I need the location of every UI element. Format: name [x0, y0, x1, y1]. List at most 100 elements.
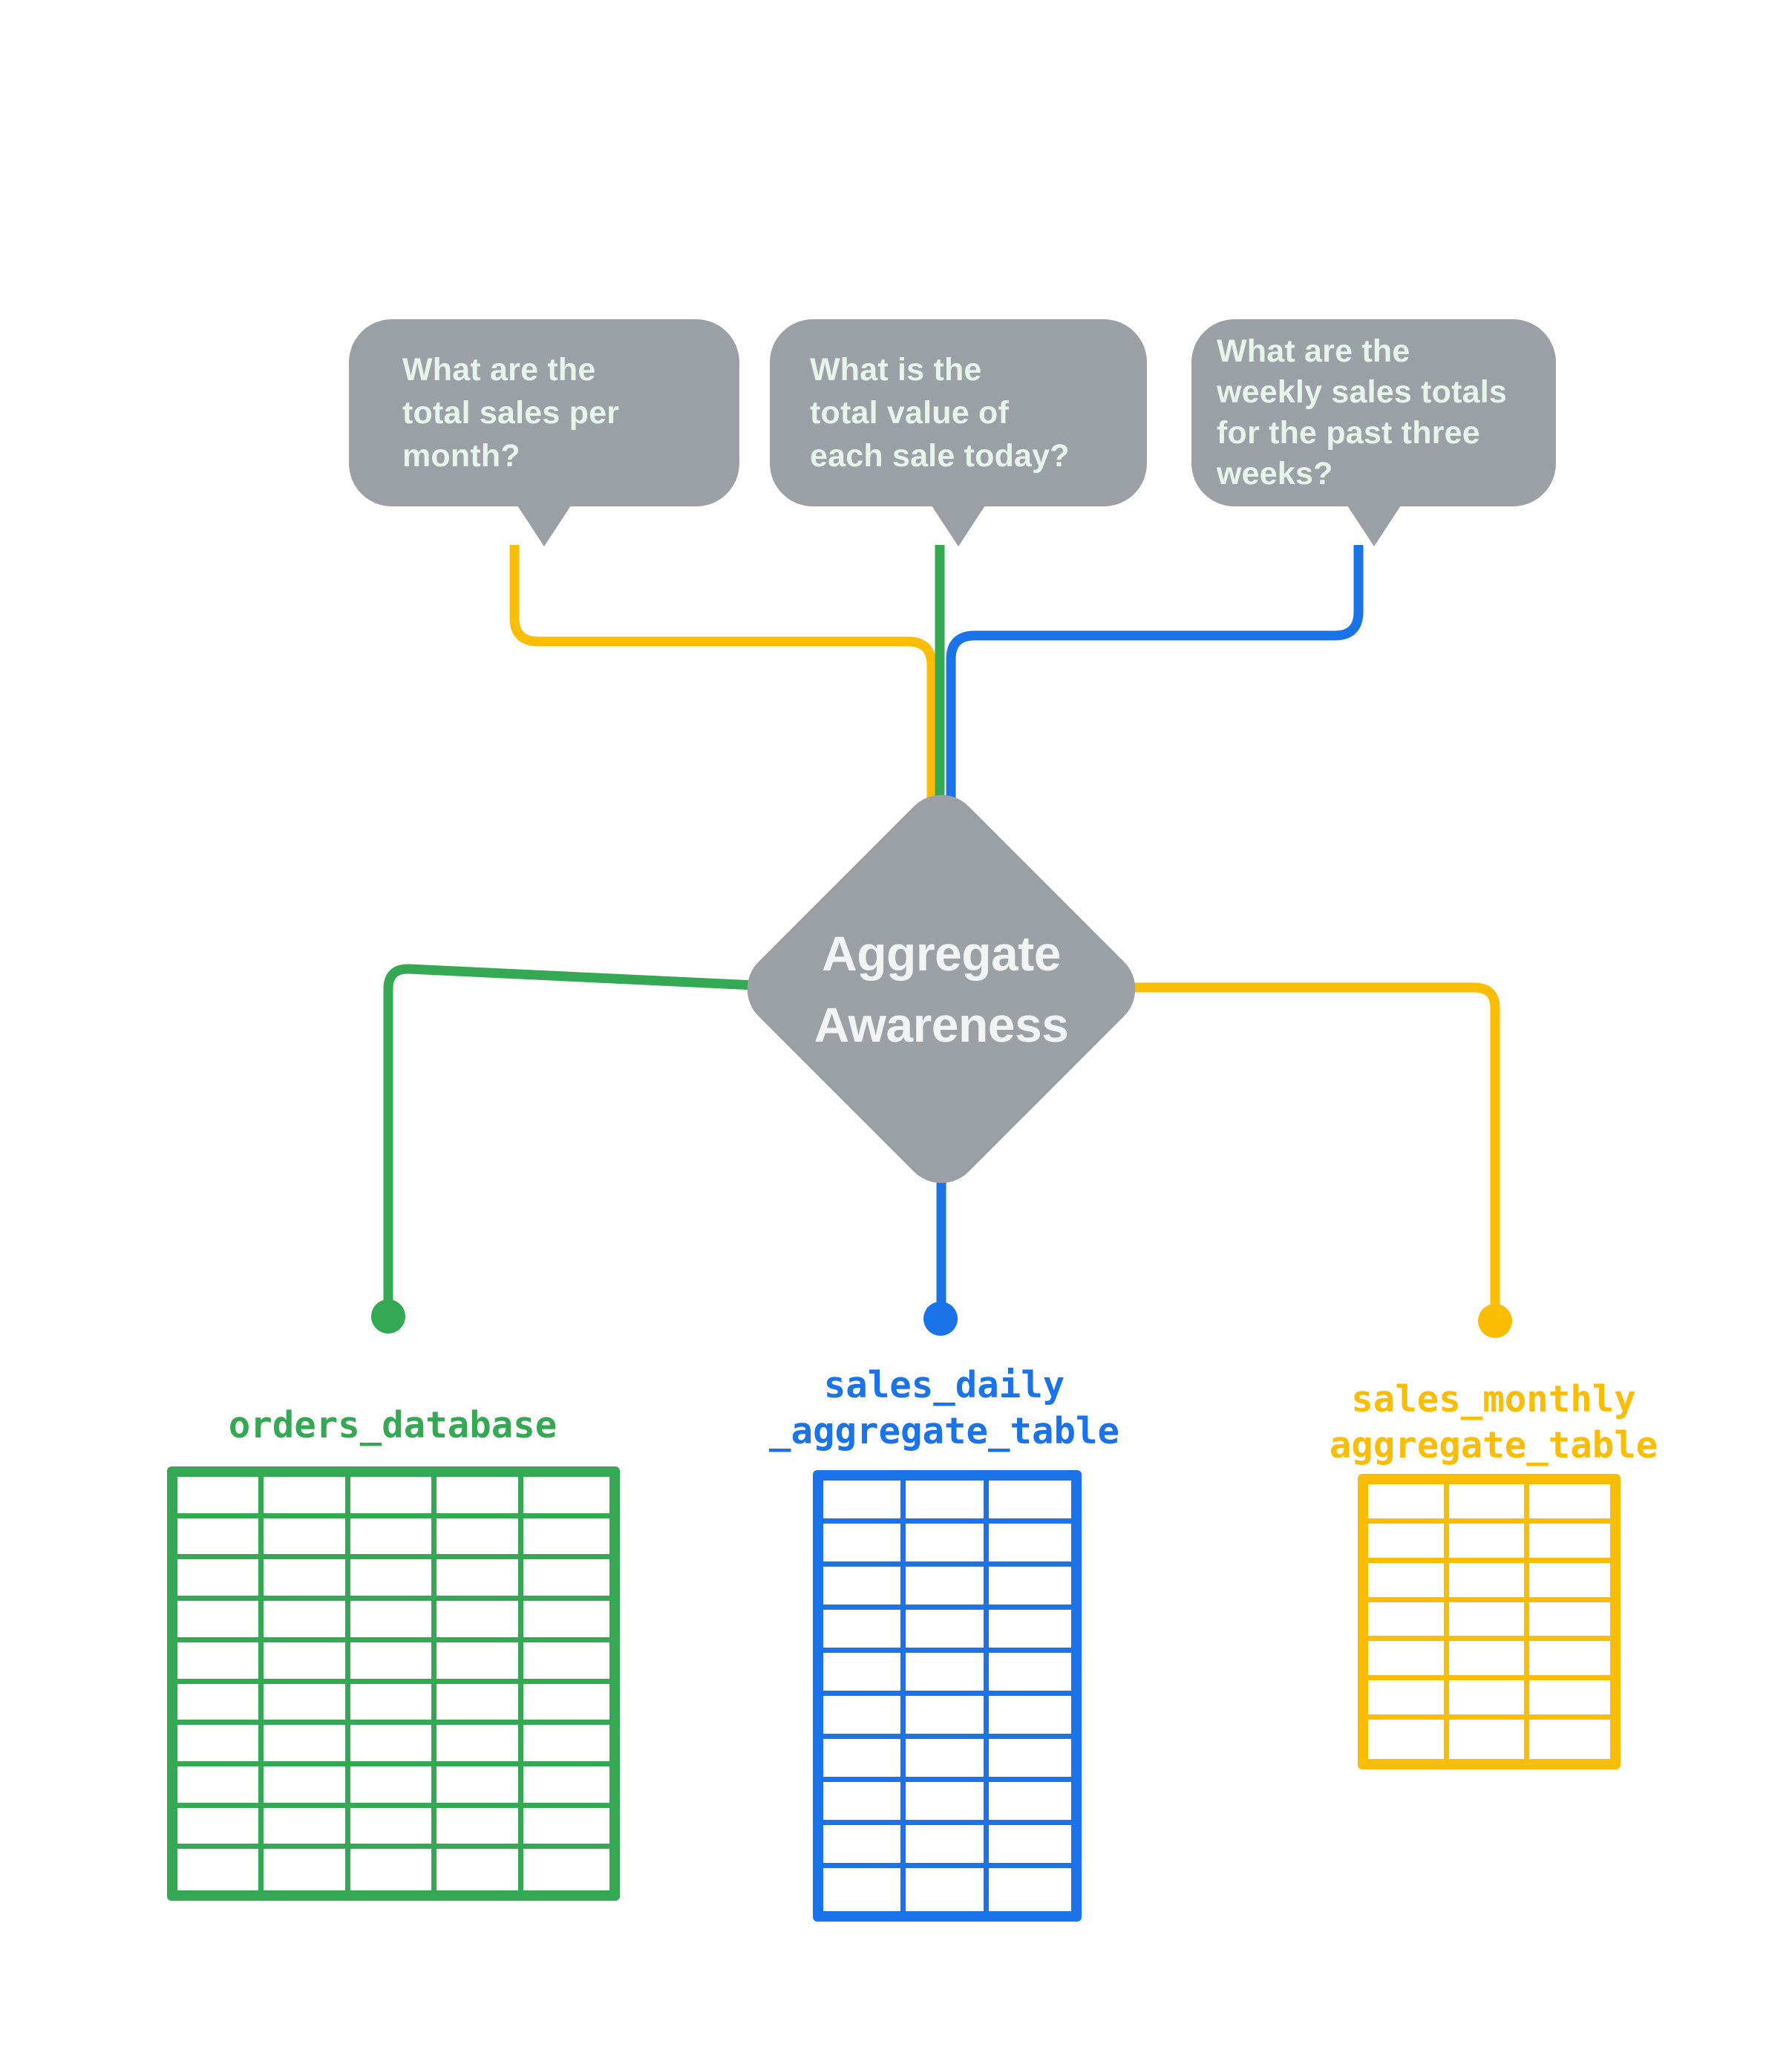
table-cell — [823, 1481, 906, 1524]
table-cell — [177, 1642, 264, 1684]
table-cell — [436, 1683, 523, 1726]
table-cell — [523, 1849, 609, 1890]
table-cell — [264, 1683, 350, 1726]
sales-monthly-aggregate-table — [1358, 1474, 1621, 1769]
table-label-line: sales_daily — [823, 1364, 1065, 1406]
table-cell — [988, 1825, 1071, 1868]
speech-bubble-monthly-sales: What are the total sales per month? — [349, 319, 739, 546]
table-cell — [1529, 1641, 1610, 1681]
diamond-label-line: Awareness — [814, 997, 1069, 1052]
sales-daily-table-dot — [923, 1302, 958, 1336]
table-cell — [988, 1567, 1071, 1610]
table-cell — [523, 1559, 609, 1602]
speech-bubble-text: What is the total value of each sale tod… — [810, 348, 1147, 477]
table-cell — [906, 1825, 989, 1868]
table-cell — [436, 1807, 523, 1850]
bubble-text-line: month? — [402, 438, 520, 474]
table-cell — [177, 1559, 264, 1602]
table-cell — [823, 1782, 906, 1825]
speech-bubble-tail — [516, 503, 572, 546]
table-cell — [350, 1766, 437, 1808]
table-cell — [436, 1642, 523, 1684]
bubble-text-line: for the past three — [1217, 415, 1480, 451]
table-cell — [350, 1725, 437, 1766]
table-cell — [823, 1653, 906, 1696]
diamond-label: Aggregate Awareness — [793, 841, 1090, 1138]
table-cell — [1448, 1641, 1530, 1681]
table-cell — [264, 1559, 350, 1602]
table-cell — [906, 1610, 989, 1653]
table-cell — [523, 1601, 609, 1642]
table-cell — [350, 1518, 437, 1560]
speech-bubble-text: What are the total sales per month? — [402, 348, 739, 477]
table-cell — [523, 1808, 609, 1850]
table-cell — [906, 1739, 989, 1782]
table-cell — [1529, 1484, 1610, 1524]
connector-orders-database — [383, 964, 802, 1301]
table-cell — [1529, 1602, 1610, 1642]
table-cell — [523, 1518, 609, 1560]
table-cell — [264, 1642, 350, 1684]
table-cell — [264, 1601, 350, 1642]
bubble-text-line: weeks? — [1217, 456, 1333, 492]
table-cell — [177, 1849, 264, 1890]
table-cell — [177, 1601, 264, 1642]
sales-monthly-table-dot — [1478, 1304, 1512, 1338]
table-cell — [1529, 1563, 1610, 1602]
table-cell — [350, 1807, 437, 1850]
table-cell — [906, 1696, 989, 1739]
table-label-line: aggregate_table — [1329, 1424, 1658, 1466]
table-cell — [436, 1601, 523, 1642]
table-cell — [350, 1559, 437, 1602]
bubble-text-line: What are the — [402, 352, 596, 388]
table-cell — [1368, 1523, 1449, 1563]
table-cell — [177, 1807, 264, 1850]
table-cell — [823, 1868, 906, 1911]
table-cell — [177, 1477, 264, 1518]
table-cell — [264, 1477, 350, 1518]
orders-database-label: orders_database — [170, 1403, 615, 1449]
table-cell — [264, 1725, 350, 1766]
table-cell — [1448, 1484, 1530, 1524]
connector-sales-monthly-table — [1081, 982, 1500, 1305]
table-cell — [523, 1684, 609, 1726]
table-cell — [989, 1868, 1071, 1911]
sales-daily-aggregate-table — [813, 1470, 1082, 1922]
table-cell — [436, 1559, 523, 1602]
orders-database-table — [167, 1466, 620, 1901]
table-cell — [350, 1477, 437, 1518]
table-cell — [988, 1782, 1071, 1825]
sales-daily-aggregate-table-label: sales_daily _aggregate_table — [722, 1362, 1167, 1455]
table-cell — [988, 1524, 1071, 1567]
bubble-text-line: What is the — [810, 352, 982, 388]
table-cell — [1368, 1602, 1449, 1642]
table-cell — [906, 1782, 989, 1825]
table-cell — [177, 1683, 264, 1726]
table-cell — [1448, 1680, 1530, 1720]
table-cell — [1529, 1680, 1610, 1720]
table-cell — [350, 1683, 437, 1726]
table-label-line: _aggregate_table — [768, 1410, 1119, 1452]
table-cell — [906, 1653, 989, 1696]
table-cell — [988, 1739, 1071, 1782]
connector-monthly-question — [509, 545, 937, 806]
table-cell — [436, 1766, 523, 1808]
table-cell — [350, 1601, 437, 1642]
table-cell — [523, 1642, 609, 1684]
table-cell — [264, 1766, 350, 1808]
table-label-line: sales_monthly — [1351, 1378, 1636, 1420]
table-cell — [906, 1567, 989, 1610]
table-cell — [1368, 1641, 1449, 1681]
table-cell — [1448, 1562, 1530, 1602]
table-cell — [523, 1766, 609, 1808]
table-cell — [1368, 1720, 1449, 1759]
table-cell — [823, 1524, 906, 1567]
table-cell — [1368, 1484, 1449, 1524]
table-cell — [264, 1518, 350, 1560]
table-cell — [823, 1739, 906, 1782]
speech-bubble-daily-sale-value: What is the total value of each sale tod… — [770, 319, 1147, 546]
speech-bubble-tail — [1345, 503, 1402, 546]
table-cell — [523, 1477, 609, 1518]
table-cell — [1529, 1524, 1610, 1563]
